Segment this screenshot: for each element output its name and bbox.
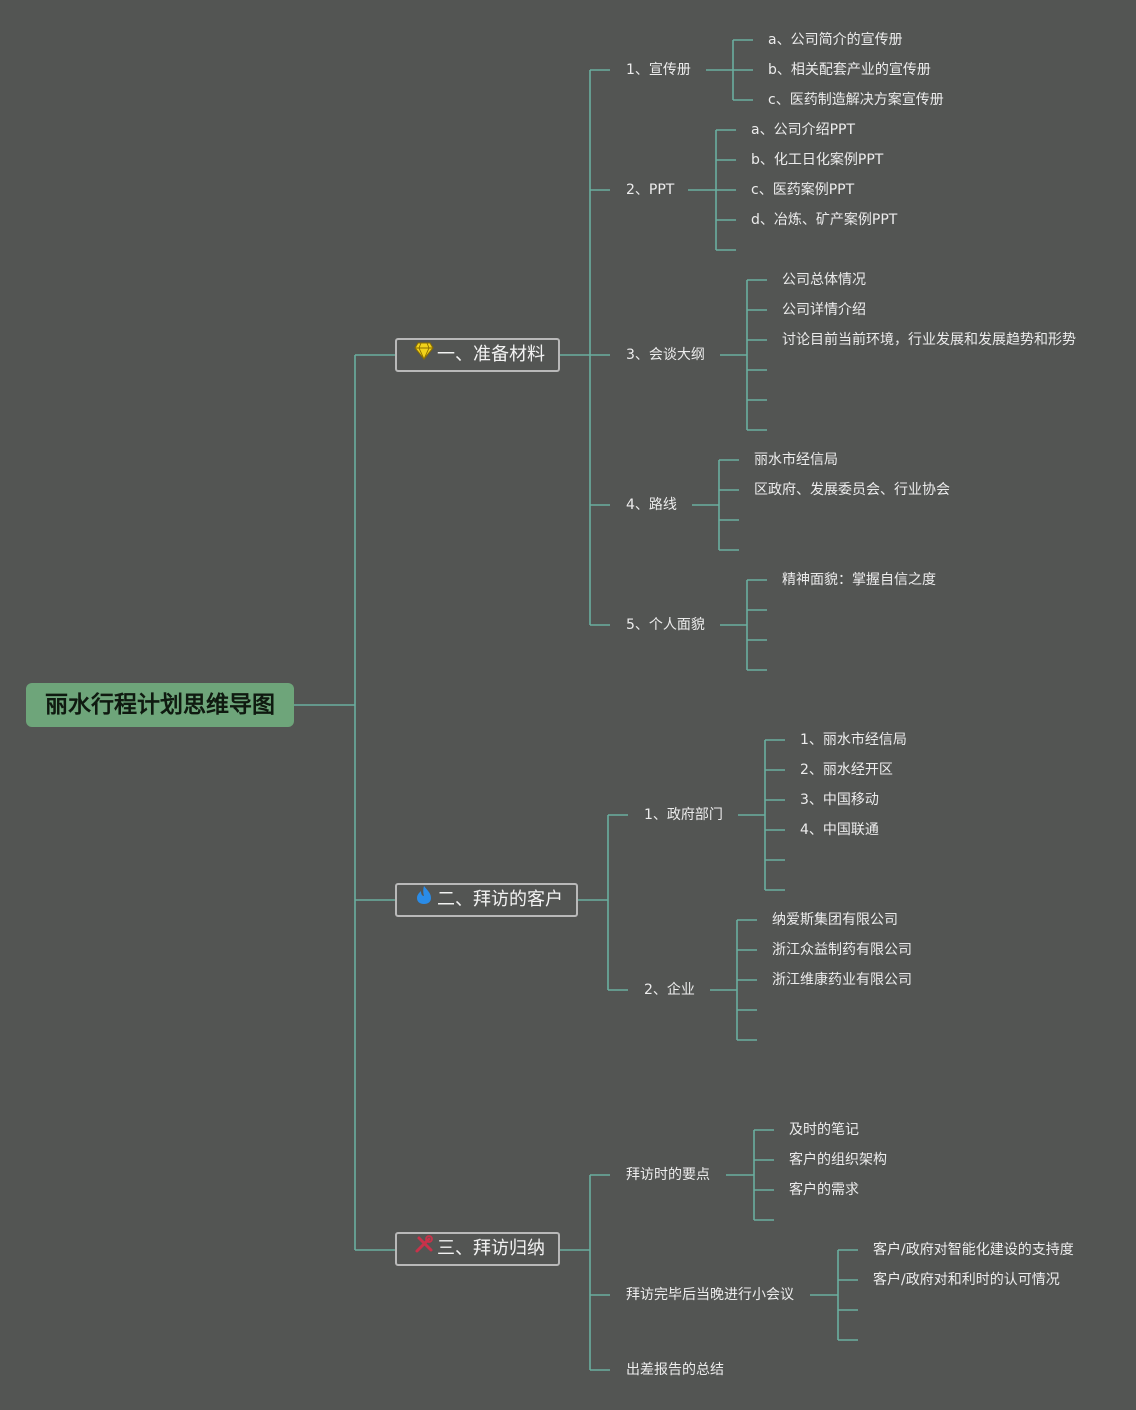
sub-topic-1-1[interactable]: 2、企业 — [644, 982, 695, 998]
leaf-topic-0-1-3[interactable]: d、冶炼、矿产案例PPT — [751, 212, 898, 228]
leaf-topic-0-2-0[interactable]: 公司总体情况 — [782, 272, 866, 288]
main-topic-visit-summary[interactable]: 三、拜访归纳 — [395, 1232, 560, 1266]
main-topic-label: 一、准备材料 — [437, 344, 545, 365]
main-topic-label: 二、拜访的客户 — [437, 889, 563, 910]
leaf-topic-1-1-0[interactable]: 纳爱斯集团有限公司 — [772, 912, 898, 928]
sub-topic-0-2[interactable]: 3、会谈大纲 — [626, 347, 705, 363]
leaf-topic-1-1-1[interactable]: 浙江众益制药有限公司 — [772, 942, 912, 958]
leaf-topic-2-0-0[interactable]: 及时的笔记 — [789, 1122, 859, 1138]
sub-topic-0-1[interactable]: 2、PPT — [626, 182, 675, 198]
leaf-topic-1-0-3[interactable]: 4、中国联通 — [800, 822, 879, 838]
main-topic-label: 三、拜访归纳 — [437, 1238, 545, 1259]
leaf-topic-0-1-1[interactable]: b、化工日化案例PPT — [751, 152, 884, 168]
main-topic-prepare-materials[interactable]: 一、准备材料 — [395, 338, 560, 372]
leaf-topic-1-1-2[interactable]: 浙江维康药业有限公司 — [772, 972, 912, 988]
leaf-topic-0-3-0[interactable]: 丽水市经信局 — [754, 452, 838, 468]
leaf-topic-0-1-0[interactable]: a、公司介绍PPT — [751, 122, 856, 138]
leaf-topic-0-0-1[interactable]: b、相关配套产业的宣传册 — [768, 62, 931, 78]
leaf-topic-2-1-1[interactable]: 客户/政府对和利时的认可情况 — [873, 1272, 1060, 1288]
leaf-topic-2-0-1[interactable]: 客户的组织架构 — [789, 1152, 887, 1168]
main-topic-visit-clients[interactable]: 二、拜访的客户 — [395, 883, 578, 917]
leaf-topic-2-0-2[interactable]: 客户的需求 — [789, 1182, 859, 1198]
flame-icon — [413, 885, 435, 915]
root-topic[interactable]: 丽水行程计划思维导图 — [26, 683, 294, 727]
tools-icon — [413, 1234, 435, 1264]
sub-topic-0-4[interactable]: 5、个人面貌 — [626, 617, 705, 633]
leaf-topic-1-0-2[interactable]: 3、中国移动 — [800, 792, 879, 808]
leaf-topic-0-0-0[interactable]: a、公司简介的宣传册 — [768, 32, 903, 48]
sub-topic-2-1[interactable]: 拜访完毕后当晚进行小会议 — [626, 1287, 794, 1303]
leaf-topic-0-2-2[interactable]: 讨论目前当前环境，行业发展和发展趋势和形势 — [782, 332, 1076, 348]
leaf-topic-1-0-1[interactable]: 2、丽水经开区 — [800, 762, 893, 778]
sub-topic-0-3[interactable]: 4、路线 — [626, 497, 677, 513]
diamond-icon — [413, 340, 435, 370]
leaf-topic-0-0-2[interactable]: c、医药制造解决方案宣传册 — [768, 92, 944, 108]
leaf-topic-0-2-1[interactable]: 公司详情介绍 — [782, 302, 866, 318]
sub-topic-2-0[interactable]: 拜访时的要点 — [626, 1167, 710, 1183]
leaf-topic-0-1-2[interactable]: c、医药案例PPT — [751, 182, 855, 198]
leaf-topic-1-0-0[interactable]: 1、丽水市经信局 — [800, 732, 907, 748]
sub-topic-2-2[interactable]: 出差报告的总结 — [626, 1362, 724, 1378]
sub-topic-0-0[interactable]: 1、宣传册 — [626, 62, 691, 78]
leaf-topic-0-3-1[interactable]: 区政府、发展委员会、行业协会 — [754, 482, 950, 498]
leaf-topic-0-4-0[interactable]: 精神面貌：掌握自信之度 — [782, 572, 936, 588]
sub-topic-1-0[interactable]: 1、政府部门 — [644, 807, 723, 823]
leaf-topic-2-1-0[interactable]: 客户/政府对智能化建设的支持度 — [873, 1242, 1074, 1258]
